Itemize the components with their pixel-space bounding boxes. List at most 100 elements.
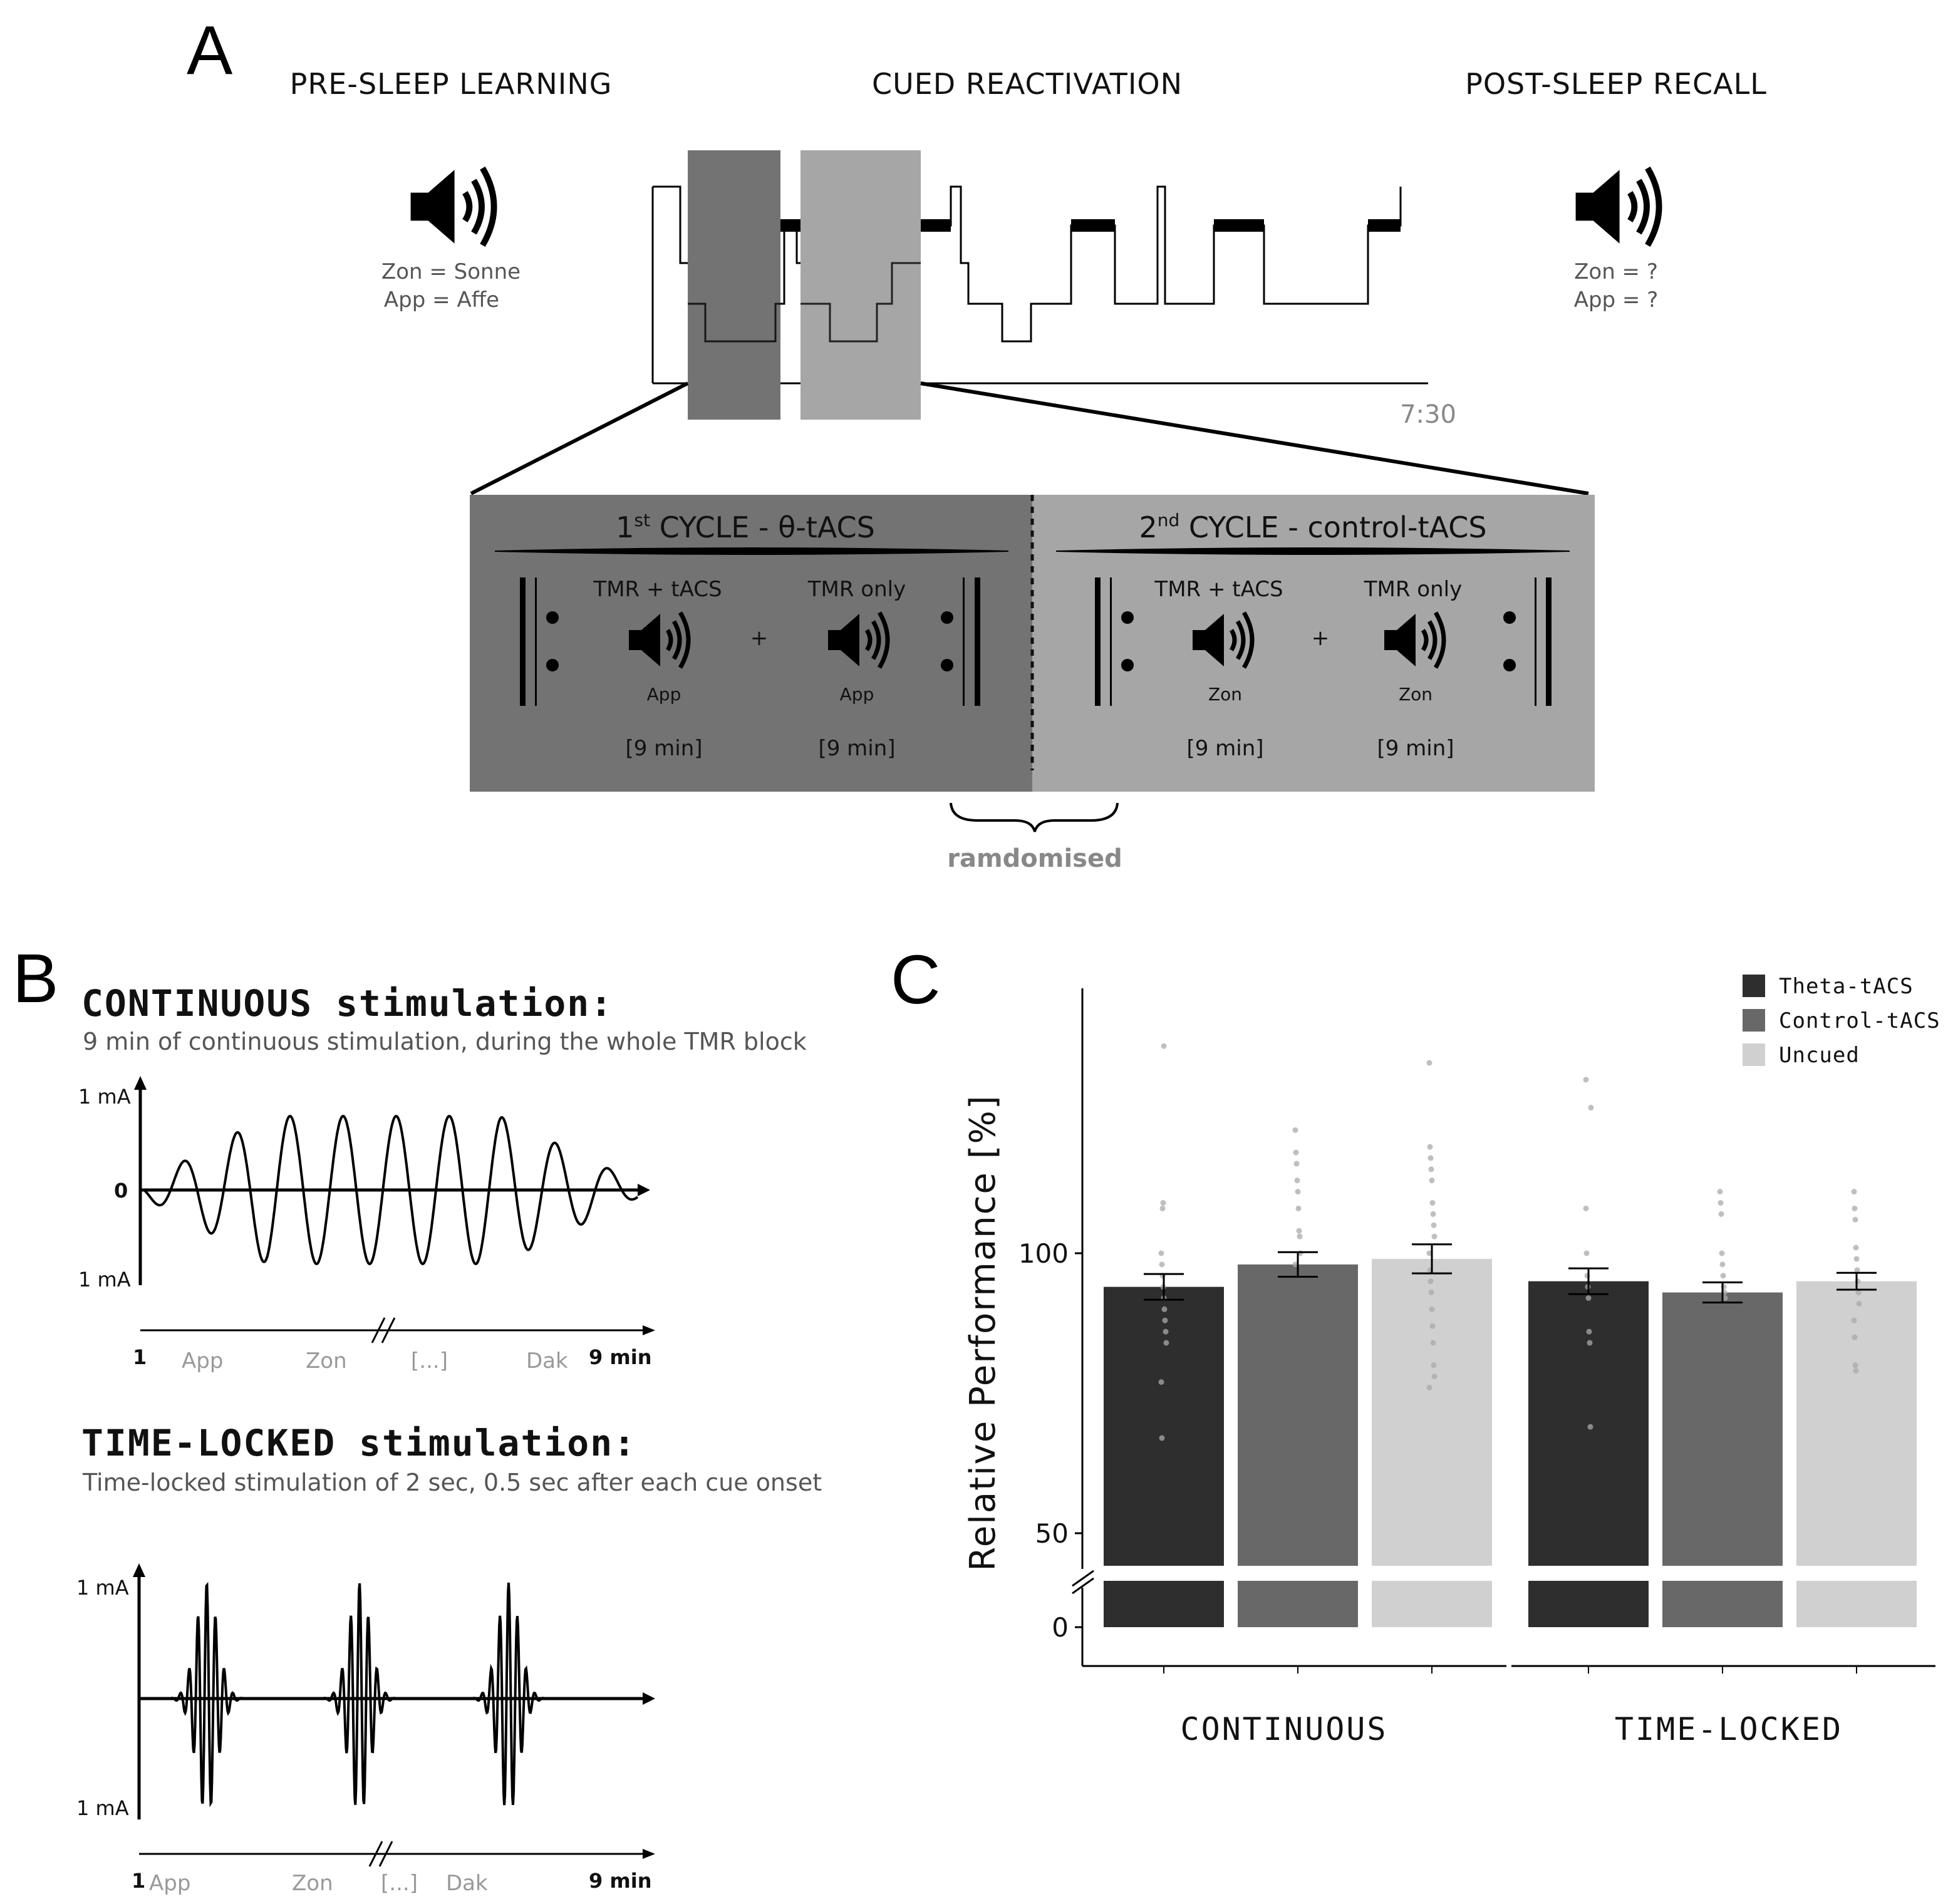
legend-label: Control-tACS bbox=[1779, 1008, 1940, 1033]
bar bbox=[1662, 1292, 1783, 1566]
continuous-word-3: [...] bbox=[411, 1348, 448, 1374]
cycle2-cond2: TMR only bbox=[1364, 577, 1462, 602]
data-point bbox=[1851, 1317, 1857, 1323]
recall-pair-2: App = ? bbox=[1574, 287, 1659, 313]
time-locked-t-end: 9 min bbox=[589, 1869, 652, 1893]
continuous-t-end: 9 min bbox=[589, 1345, 652, 1369]
data-point bbox=[1426, 1250, 1433, 1256]
data-point bbox=[1587, 1340, 1593, 1346]
data-point bbox=[1158, 1379, 1164, 1385]
data-point bbox=[1853, 1244, 1859, 1251]
time-locked-word-4: Dak bbox=[446, 1871, 488, 1896]
data-point bbox=[1292, 1261, 1298, 1268]
data-point bbox=[1854, 1267, 1860, 1273]
continuous-y-top: 1 mA bbox=[78, 1085, 131, 1109]
time-locked-time-axis bbox=[139, 1841, 655, 1867]
bar bbox=[1372, 1258, 1492, 1566]
data-point bbox=[1719, 1250, 1725, 1256]
data-point bbox=[1295, 1205, 1302, 1211]
cycle1-box bbox=[470, 495, 1032, 792]
recall-pair-1: Zon = ? bbox=[1574, 259, 1658, 284]
data-point bbox=[1430, 1340, 1436, 1346]
legend-swatch bbox=[1743, 1009, 1765, 1032]
data-point bbox=[1429, 1200, 1436, 1206]
bar-lower-segment bbox=[1238, 1581, 1358, 1627]
time-locked-word-1: App bbox=[149, 1871, 190, 1896]
bar bbox=[1528, 1281, 1649, 1566]
data-point bbox=[1431, 1362, 1437, 1368]
bar-lower-segment bbox=[1528, 1581, 1649, 1627]
cycle2-dur1: [9 min] bbox=[1186, 736, 1263, 761]
time-locked-waveform-plot bbox=[133, 1563, 655, 1819]
cycle2-underline bbox=[1055, 547, 1570, 555]
data-point bbox=[1159, 1435, 1165, 1441]
data-point bbox=[1588, 1105, 1594, 1111]
data-point bbox=[1852, 1362, 1858, 1368]
bar-lower-segment bbox=[1796, 1581, 1917, 1627]
legend-swatch bbox=[1743, 1043, 1765, 1066]
x-category-label: TIME-LOCKED bbox=[1615, 1711, 1843, 1747]
data-point bbox=[1431, 1222, 1437, 1228]
data-point bbox=[1429, 1323, 1436, 1329]
cycle1-title: 1st CYCLE - θ-tACS bbox=[616, 510, 875, 544]
data-point bbox=[1852, 1216, 1858, 1223]
data-point bbox=[1583, 1205, 1589, 1211]
data-point bbox=[1853, 1368, 1859, 1374]
data-point bbox=[1586, 1328, 1592, 1335]
time-locked-subtitle: Time-locked stimulation of 2 sec, 0.5 se… bbox=[82, 1469, 822, 1496]
randomised-label: ramdomised bbox=[947, 844, 1122, 873]
data-point bbox=[1426, 1385, 1433, 1391]
x-category-label: CONTINUOUS bbox=[1180, 1711, 1387, 1747]
time-locked-word-3: [...] bbox=[381, 1871, 418, 1896]
data-point bbox=[1426, 1060, 1433, 1066]
panel-b-letter: B bbox=[13, 940, 58, 1017]
data-point bbox=[1587, 1424, 1593, 1430]
data-point bbox=[1856, 1300, 1862, 1306]
data-point bbox=[1853, 1256, 1860, 1262]
data-point bbox=[1851, 1189, 1857, 1195]
bar bbox=[1238, 1264, 1358, 1566]
zoom-line-right bbox=[920, 381, 1589, 495]
cycle2-highlight bbox=[800, 150, 921, 420]
data-point bbox=[1294, 1177, 1300, 1184]
data-point bbox=[1720, 1273, 1726, 1279]
bar-lower-segment bbox=[1662, 1581, 1783, 1627]
y-tick-label: 50 bbox=[1035, 1518, 1069, 1549]
continuous-y-zero: 0 bbox=[114, 1179, 128, 1203]
cycle1-underline bbox=[494, 547, 1009, 555]
cycle2-word2: Zon bbox=[1399, 684, 1433, 705]
data-point bbox=[1163, 1328, 1169, 1335]
cycle2-dur2: [9 min] bbox=[1377, 736, 1454, 761]
time-locked-word-2: Zon bbox=[292, 1871, 333, 1896]
bar bbox=[1104, 1286, 1224, 1566]
legend-label: Theta-tACS bbox=[1779, 974, 1914, 999]
data-point bbox=[1431, 1233, 1438, 1239]
data-point bbox=[1428, 1166, 1434, 1172]
zoom-line-left bbox=[470, 381, 689, 495]
y-tick-label: 100 bbox=[1018, 1238, 1069, 1269]
data-point bbox=[1717, 1189, 1723, 1195]
phase-pre-sleep: PRE-SLEEP LEARNING bbox=[290, 67, 613, 101]
phase-post-sleep: POST-SLEEP RECALL bbox=[1465, 67, 1767, 101]
bar bbox=[1796, 1281, 1917, 1566]
continuous-time-axis bbox=[140, 1317, 655, 1343]
cycle1-word2: App bbox=[840, 684, 874, 705]
data-point bbox=[1722, 1295, 1728, 1301]
data-point bbox=[1585, 1295, 1592, 1301]
time-locked-y-bottom: 1 mA bbox=[76, 1796, 129, 1820]
cycle2-word1: Zon bbox=[1208, 684, 1242, 705]
data-point bbox=[1295, 1189, 1301, 1195]
cycle1-cond1: TMR + tACS bbox=[593, 577, 722, 602]
data-point bbox=[1159, 1261, 1165, 1268]
data-point bbox=[1430, 1211, 1436, 1217]
legend-label: Uncued bbox=[1779, 1043, 1860, 1068]
continuous-waveform-plot bbox=[134, 1076, 650, 1285]
continuous-subtitle: 9 min of continuous stimulation, during … bbox=[83, 1028, 807, 1055]
learning-pair-1: Zon = Sonne bbox=[381, 259, 521, 284]
phase-cued: CUED REACTIVATION bbox=[872, 67, 1183, 101]
data-point bbox=[1428, 1290, 1434, 1296]
y-axis-title: Relative Performance [%] bbox=[963, 1094, 1003, 1571]
data-point bbox=[1852, 1205, 1858, 1211]
